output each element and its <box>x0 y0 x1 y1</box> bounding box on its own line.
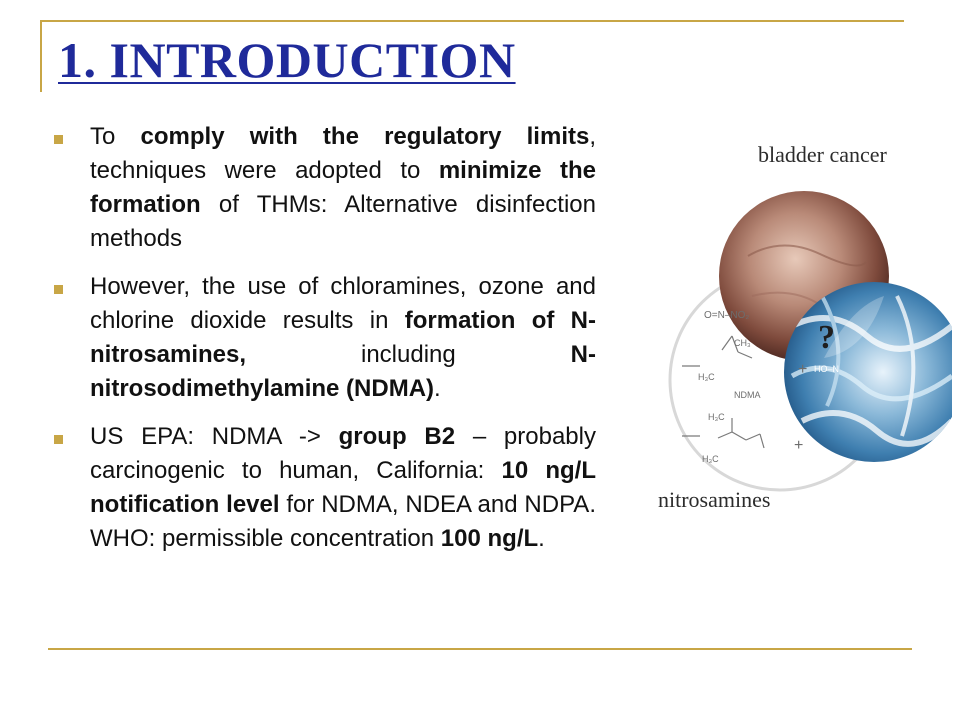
bullet-plain-text: – probably carcinogenic to human, Califo… <box>90 423 596 484</box>
bullet-bold-text: formation of N-nitrosamines, <box>90 307 596 368</box>
bullet-plain-text: including <box>246 341 571 368</box>
bullet-bold-text: 10 ng/L notification level <box>90 457 597 518</box>
chem-label-plus: + <box>794 437 803 454</box>
bladder-cancer-nitrosamines-figure: O=N–NO₂ CH₃ H₃C NDMA H₃C H₃C + + HO–N ? … <box>652 136 960 536</box>
chem-label-hono: HO–N <box>814 364 839 374</box>
chem-label-plus: + <box>798 361 807 378</box>
bullet-plain-text: of THMs: Alternative disinfection method… <box>90 191 596 252</box>
bullet-square-icon <box>54 135 63 144</box>
bullet-bold-text: minimize the formation <box>90 157 597 218</box>
water-photo-circle <box>784 282 960 462</box>
bullet-text: However, the use of chloramines, ozone a… <box>90 270 596 406</box>
bullet-square-icon <box>54 285 63 294</box>
nitrosamines-label: nitrosamines <box>658 487 771 512</box>
bullet-text: US EPA: NDMA -> group B2 – probably carc… <box>90 420 596 556</box>
chem-label-h3c: H₃C <box>698 372 715 382</box>
chem-label-nitroso: O=N–NO₂ <box>704 310 749 321</box>
chem-label-ndma: NDMA <box>734 390 761 400</box>
bullet-plain-text: , techniques were adopted to <box>90 123 596 184</box>
chem-label-h3c: H₃C <box>708 412 725 422</box>
frame-left-rule <box>40 20 42 92</box>
bullet-item: However, the use of chloramines, ozone a… <box>50 270 596 406</box>
bullet-plain-text: However, the use of chloramines, ozone a… <box>90 273 596 334</box>
bullet-plain-text: for NDMA, NDEA and NDPA. WHO: permissibl… <box>90 491 596 552</box>
frame-top-rule <box>40 20 904 22</box>
bullet-bold-text: N-nitrosodimethylamine (NDMA) <box>90 341 596 402</box>
slide-title: 1. INTRODUCTION <box>58 32 516 88</box>
chem-label-h3c: H₃C <box>702 454 719 464</box>
chemical-structures <box>682 335 765 449</box>
bullet-plain-text: . <box>538 525 545 552</box>
bullet-list: To comply with the regulatory limits, te… <box>50 120 596 570</box>
bullet-bold-text: group B2 <box>338 423 456 450</box>
bullet-bold-text: 100 ng/L <box>440 525 539 552</box>
chem-label-ch3: CH₃ <box>734 338 751 348</box>
bullet-item: US EPA: NDMA -> group B2 – probably carc… <box>50 420 596 556</box>
figure-illustration: O=N–NO₂ CH₃ H₃C NDMA H₃C H₃C + + HO–N ? <box>668 191 960 492</box>
bladder-cancer-label: bladder cancer <box>758 142 887 167</box>
bullet-plain-text: To <box>90 123 141 150</box>
bullet-plain-text: US EPA: NDMA -> <box>90 423 339 450</box>
bullet-item: To comply with the regulatory limits, te… <box>50 120 596 256</box>
question-mark: ? <box>818 319 835 356</box>
bullet-plain-text: . <box>434 375 441 402</box>
frame-bottom-rule <box>48 648 912 650</box>
bullet-text: To comply with the regulatory limits, te… <box>90 120 596 256</box>
bullet-square-icon <box>54 435 63 444</box>
bullet-bold-text: comply with the regulatory limits <box>140 123 590 150</box>
